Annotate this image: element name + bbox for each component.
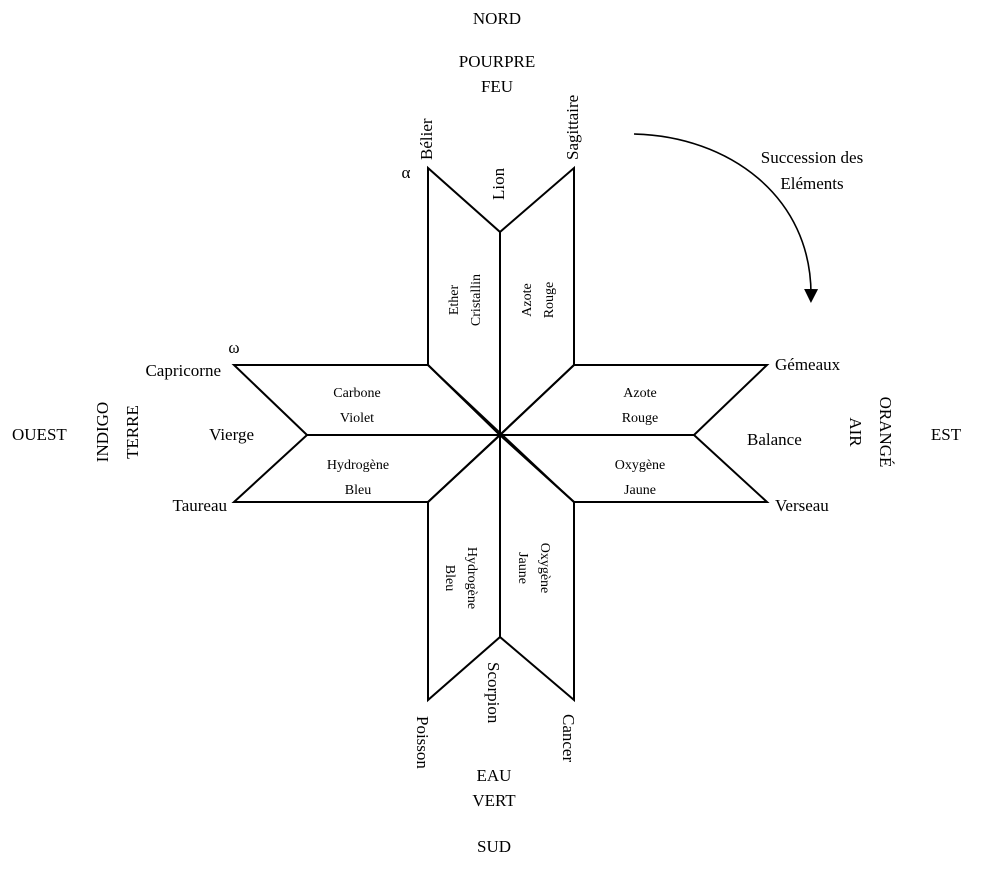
cell-west-bottom: Hydrogène Bleu bbox=[327, 458, 389, 498]
svg-text:Jaune: Jaune bbox=[515, 552, 530, 584]
direction-west: OUEST bbox=[12, 425, 67, 444]
north-arm-left bbox=[427, 165, 501, 438]
svg-text:Carbone: Carbone bbox=[333, 386, 380, 401]
sign-scorpion: Scorpion bbox=[484, 662, 503, 724]
sign-poisson: Poisson bbox=[413, 716, 432, 769]
marker-omega: ω bbox=[228, 338, 239, 357]
svg-text:Rouge: Rouge bbox=[542, 282, 557, 319]
quadrant-north-element: FEU bbox=[481, 77, 513, 96]
succession-label-line2: Eléments bbox=[780, 174, 843, 193]
sign-belier: Bélier bbox=[417, 118, 436, 160]
quadrant-south-color: VERT bbox=[472, 791, 516, 810]
svg-text:Violet: Violet bbox=[340, 411, 374, 426]
sign-balance: Balance bbox=[747, 430, 802, 449]
quadrant-west-color: INDIGO bbox=[93, 402, 112, 462]
cell-north-left: Ether Cristallin bbox=[447, 274, 484, 326]
svg-text:Hydrogène: Hydrogène bbox=[464, 547, 479, 609]
cell-north-right: Azote Rouge bbox=[520, 282, 557, 319]
marker-alpha: α bbox=[402, 163, 411, 182]
sign-cancer: Cancer bbox=[559, 714, 578, 762]
succession-label-line1: Succession des bbox=[761, 148, 863, 167]
cell-south-left: Hydrogène Bleu bbox=[442, 547, 479, 609]
north-arm-right bbox=[499, 165, 575, 438]
svg-text:Oxygène: Oxygène bbox=[615, 458, 666, 473]
sign-lion: Lion bbox=[489, 167, 508, 200]
svg-text:Jaune: Jaune bbox=[624, 483, 656, 498]
sign-taureau: Taureau bbox=[173, 496, 228, 515]
diagonal-ray-ne-sw bbox=[427, 364, 575, 503]
svg-text:Oxygène: Oxygène bbox=[537, 543, 552, 594]
quadrant-north-color: POURPRE bbox=[459, 52, 536, 71]
svg-text:Hydrogène: Hydrogène bbox=[327, 458, 389, 473]
quadrant-west-element: TERRE bbox=[123, 405, 142, 459]
svg-text:Bleu: Bleu bbox=[345, 483, 371, 498]
sign-capricorne: Capricorne bbox=[145, 361, 221, 380]
direction-east: EST bbox=[931, 425, 962, 444]
svg-text:Ether: Ether bbox=[447, 285, 462, 316]
svg-text:Azote: Azote bbox=[520, 283, 535, 316]
svg-text:Azote: Azote bbox=[623, 386, 656, 401]
sign-gemeaux: Gémeaux bbox=[775, 355, 841, 374]
direction-south: SUD bbox=[477, 837, 511, 856]
cell-south-right: Oxygène Jaune bbox=[515, 543, 552, 594]
sign-sagittaire: Sagittaire bbox=[563, 95, 582, 160]
succession-arrow bbox=[633, 133, 819, 303]
quadrant-east-color: ORANGÉ bbox=[876, 397, 895, 468]
sign-vierge: Vierge bbox=[209, 425, 254, 444]
direction-north: NORD bbox=[473, 9, 521, 28]
quadrant-east-element: AIR bbox=[846, 417, 865, 447]
svg-text:Bleu: Bleu bbox=[442, 565, 457, 591]
quadrant-south-element: EAU bbox=[477, 766, 512, 785]
south-arm-left bbox=[427, 432, 501, 703]
cell-west-top: Carbone Violet bbox=[333, 386, 380, 426]
sign-verseau: Verseau bbox=[775, 496, 829, 515]
cell-east-bottom: Oxygène Jaune bbox=[615, 458, 666, 498]
cell-east-top: Azote Rouge bbox=[622, 386, 659, 426]
svg-text:Cristallin: Cristallin bbox=[469, 274, 484, 326]
south-arm-right bbox=[499, 432, 575, 703]
svg-text:Rouge: Rouge bbox=[622, 411, 659, 426]
